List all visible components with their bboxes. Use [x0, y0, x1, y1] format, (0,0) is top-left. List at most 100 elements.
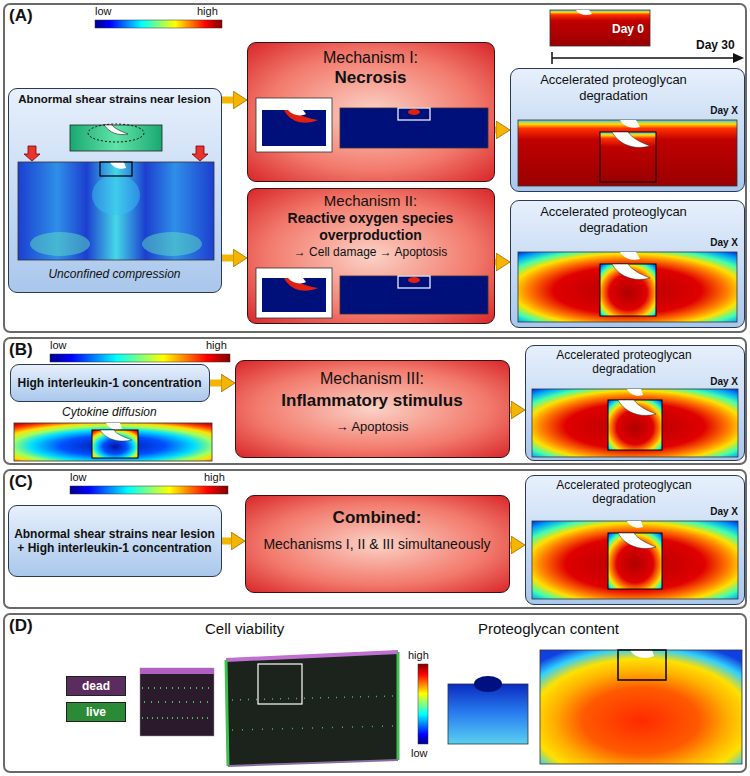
box-text: Mechanisms I, II & III simultaneously	[251, 536, 503, 553]
panel: Abnormal shear strains near lesionUnconf…	[3, 3, 747, 333]
panel-heading: Proteoglycan content	[478, 620, 619, 638]
panel-letter: (D)	[9, 616, 33, 636]
annotation-label: high	[204, 471, 225, 484]
box-text: Combined:	[251, 508, 503, 528]
lesion	[620, 252, 640, 260]
timeline-tick	[551, 52, 553, 64]
panel-heading: Cell viability	[205, 620, 284, 638]
color-scale	[95, 20, 222, 28]
annotation-label: low	[50, 339, 67, 352]
box-text: Mechanism II:	[253, 192, 488, 210]
annotation-label: Cytokine diffusion	[62, 405, 157, 419]
strain-inset	[70, 125, 162, 151]
flow-arrow	[510, 542, 511, 549]
necrotic-zone	[284, 110, 318, 123]
box-text: High interleukin-1 concentration	[16, 376, 203, 390]
lesion	[576, 10, 592, 15]
panel-letter: (C)	[9, 472, 33, 492]
annotation-label: high	[206, 339, 227, 352]
box-text: Mechanism I:	[253, 48, 488, 67]
zoom-inset	[600, 132, 656, 182]
box-text: Day X	[710, 105, 738, 117]
panel-letter: (A)	[9, 6, 33, 26]
panel: Abnormal shear strains near lesion + Hig…	[3, 469, 747, 609]
proteoglycan-map	[518, 120, 737, 186]
lesion	[106, 423, 122, 430]
shear-zone	[88, 124, 144, 142]
zoom-frame	[100, 162, 132, 176]
lesion	[618, 533, 656, 548]
strain-field	[142, 232, 202, 256]
cytokine-map	[14, 423, 212, 461]
lesion	[618, 400, 656, 415]
strain-field	[30, 232, 90, 256]
lesion	[620, 120, 640, 128]
outcome-box: Accelerated proteoglycan degradationDay …	[510, 200, 745, 328]
flow-arrow	[495, 127, 496, 134]
zoom-frame	[618, 650, 666, 680]
legend-swatch: live	[66, 702, 126, 722]
dead-edge	[226, 652, 398, 660]
compression-model	[18, 162, 214, 260]
color-scale	[418, 664, 428, 744]
zoom-inset	[608, 533, 662, 589]
live-cells	[144, 701, 212, 703]
box-text: → Cell damage → Apoptosis	[253, 245, 488, 259]
annotation-label: high	[408, 649, 429, 662]
stimulus-box: High interleukin-1 concentration	[10, 364, 210, 402]
annotation-label: low	[95, 5, 112, 18]
box-text: Accelerated proteoglycan degradation	[521, 72, 706, 103]
lesion	[288, 110, 306, 115]
viability-inset	[140, 668, 214, 736]
lesion	[612, 264, 650, 279]
lesion	[627, 521, 643, 528]
cell-field	[262, 110, 326, 146]
flow-arrow	[210, 380, 221, 387]
legend-text: dead	[82, 679, 110, 693]
box-text: Necrosis	[253, 68, 488, 88]
strain-field	[92, 175, 140, 215]
day0-tissue	[550, 10, 650, 46]
live-cells	[232, 726, 394, 730]
timeline	[552, 57, 734, 59]
panel: High interleukin-1 concentration Mechanis…	[3, 337, 747, 465]
stimulus-box: Abnormal shear strains near lesion + Hig…	[8, 505, 222, 577]
dead-edge	[228, 760, 398, 766]
legend-swatch: dead	[66, 676, 126, 696]
mechanism-box: Mechanism II:Reactive oxygen species ove…	[247, 188, 495, 324]
cell-inset	[256, 98, 332, 152]
annotation-label: low	[411, 747, 428, 760]
proteoglycan-map	[532, 521, 738, 599]
cell-field	[340, 108, 488, 148]
color-scale	[70, 486, 228, 494]
flow-arrow	[222, 255, 233, 262]
mechanism-box: Mechanism III:Inflammatory stimulus→ Apo…	[235, 360, 510, 458]
lesion	[630, 650, 654, 658]
box-text: Abnormal shear strains near lesion + Hig…	[14, 527, 215, 556]
box-text: Day X	[710, 376, 738, 388]
lesion	[110, 162, 126, 169]
damaged-zone	[284, 278, 318, 291]
box-text: Day X	[710, 506, 738, 518]
panel-letter: (B)	[9, 340, 33, 360]
live-cells	[142, 687, 212, 689]
outcome-box: Accelerated proteoglycan degradationDay …	[525, 345, 745, 461]
zoom-inset	[92, 430, 138, 458]
depleted-zone	[474, 676, 502, 692]
panel: (D)	[3, 613, 747, 773]
proteoglycan-image	[540, 650, 742, 764]
outcome-box: Accelerated proteoglycan degradationDay …	[510, 68, 745, 192]
damaged-zone	[408, 277, 420, 283]
mechanism-box: Mechanism I:Necrosis	[247, 42, 495, 182]
load-arrow	[192, 146, 208, 161]
live-cells	[232, 696, 394, 700]
zoom-frame	[258, 664, 302, 704]
flow-arrow	[222, 97, 233, 104]
lesion	[100, 430, 132, 441]
cell-field	[340, 276, 488, 314]
zoom-frame	[398, 276, 430, 288]
zoom-inset	[608, 400, 662, 450]
proteoglycan-inset	[448, 684, 528, 744]
load-arrow	[24, 146, 40, 161]
cell-field	[262, 278, 326, 312]
